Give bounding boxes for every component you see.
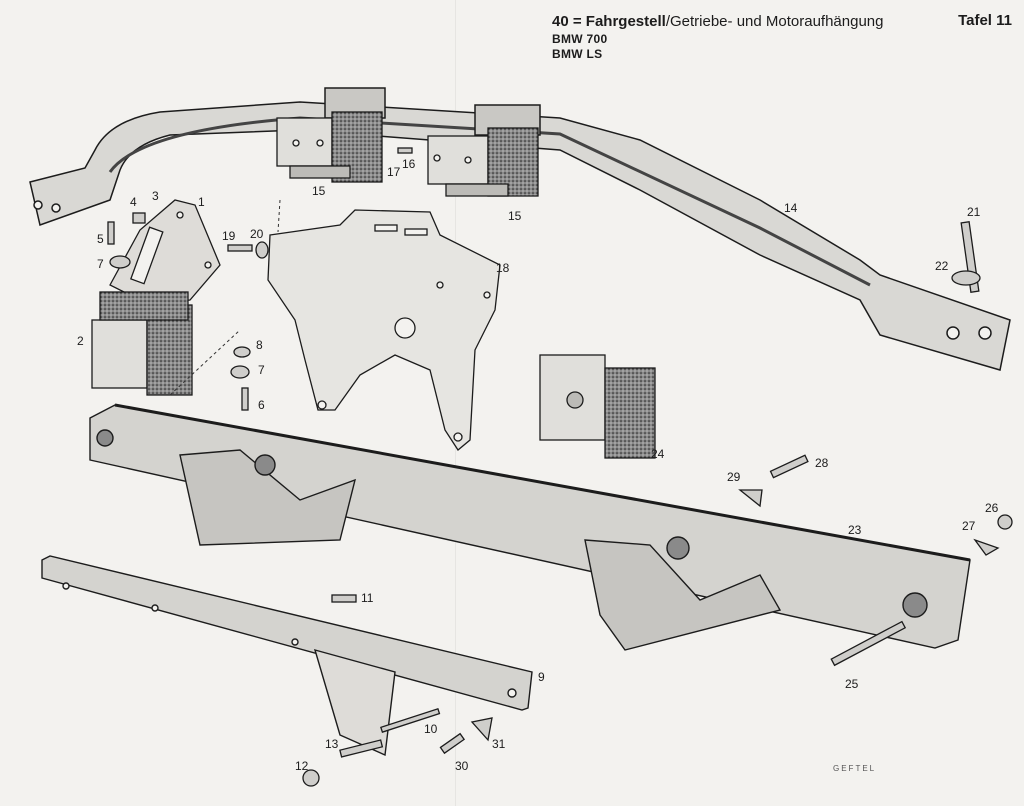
callout-16: 16 xyxy=(402,157,416,171)
washer-7-top xyxy=(109,255,131,269)
rail-9 xyxy=(41,555,533,757)
bolt-10 xyxy=(380,708,441,733)
washer-22 xyxy=(951,270,981,286)
mount-plate-18 xyxy=(267,209,501,451)
callout-10: 10 xyxy=(424,722,438,736)
frame-rail-23 xyxy=(89,403,971,651)
title-rest: /Getriebe- und Motoraufhängung xyxy=(665,13,884,30)
washer-29 xyxy=(738,489,763,508)
bolt-11 xyxy=(331,594,357,603)
nut-12 xyxy=(302,769,320,787)
bolt-19 xyxy=(227,244,253,252)
nut-4 xyxy=(132,212,146,224)
callout-7-top: 7 xyxy=(97,257,104,271)
header: 40 = Fahrgestell/Getriebe- und Motoraufh… xyxy=(552,12,1012,62)
callout-27: 27 xyxy=(962,519,976,533)
callout-12: 12 xyxy=(295,759,309,773)
callout-15-right: 15 xyxy=(508,209,522,223)
callout-8: 8 xyxy=(256,338,263,352)
callout-3: 3 xyxy=(152,189,159,203)
bolt-5 xyxy=(107,221,115,245)
callout-9: 9 xyxy=(538,670,545,684)
bolt-30 xyxy=(439,732,466,755)
bracket-1 xyxy=(109,199,221,306)
leader-lines xyxy=(169,199,281,396)
model-bmw-ls: BMW LS xyxy=(552,47,603,61)
page-title: 40 = Fahrgestell/Getriebe- und Motoraufh… xyxy=(552,12,1012,32)
callout-numbers: 1 2 3 4 5 6 7 7 8 9 10 11 12 13 14 15 15… xyxy=(77,157,999,773)
washer-31 xyxy=(470,717,493,742)
washer-7-bottom xyxy=(230,365,250,379)
callout-15-left: 15 xyxy=(312,184,326,198)
callout-7-bottom: 7 xyxy=(258,363,265,377)
callout-28: 28 xyxy=(815,456,829,470)
artist-signature: GEFTEL xyxy=(833,764,877,773)
callout-11: 11 xyxy=(361,591,374,605)
callout-29: 29 xyxy=(727,470,741,484)
bolt-28 xyxy=(769,454,809,479)
equals-sign: = xyxy=(572,13,582,30)
title-main: Fahrgestell xyxy=(585,13,666,30)
callout-23: 23 xyxy=(848,523,862,537)
bolt-25 xyxy=(830,620,907,667)
group-number: 40 xyxy=(552,13,569,30)
bolt-13 xyxy=(339,739,384,758)
callout-6: 6 xyxy=(258,398,265,412)
callout-1: 1 xyxy=(198,195,205,209)
rubber-block-24 xyxy=(539,354,656,459)
rubber-mount-15-left xyxy=(276,111,383,183)
callout-13: 13 xyxy=(325,737,339,751)
callout-5: 5 xyxy=(97,232,104,246)
nut-26 xyxy=(997,514,1013,530)
fasteners xyxy=(107,147,1013,787)
callout-2: 2 xyxy=(77,334,84,348)
model-bmw-700: BMW 700 xyxy=(552,32,608,46)
rubber-mount-15-right xyxy=(427,127,539,197)
callout-4: 4 xyxy=(130,195,137,209)
washer-27 xyxy=(973,538,1000,556)
callout-19: 19 xyxy=(222,229,236,243)
callout-18: 18 xyxy=(496,261,510,275)
callout-30: 30 xyxy=(455,759,469,773)
callout-25: 25 xyxy=(845,677,859,691)
plate-label: Tafel 11 xyxy=(958,12,1012,29)
washer-20 xyxy=(255,241,269,259)
callout-24: 24 xyxy=(651,447,665,461)
callout-17: 17 xyxy=(387,165,401,179)
callout-14: 14 xyxy=(784,201,798,215)
callout-22: 22 xyxy=(935,259,949,273)
callout-31: 31 xyxy=(492,737,506,751)
callout-26: 26 xyxy=(985,501,999,515)
bolt-6 xyxy=(241,387,249,411)
washer-8 xyxy=(233,346,251,358)
bolt-16 xyxy=(397,147,413,154)
callout-21: 21 xyxy=(967,205,981,219)
rubber-block-2 xyxy=(91,291,193,396)
callout-20: 20 xyxy=(250,227,264,241)
